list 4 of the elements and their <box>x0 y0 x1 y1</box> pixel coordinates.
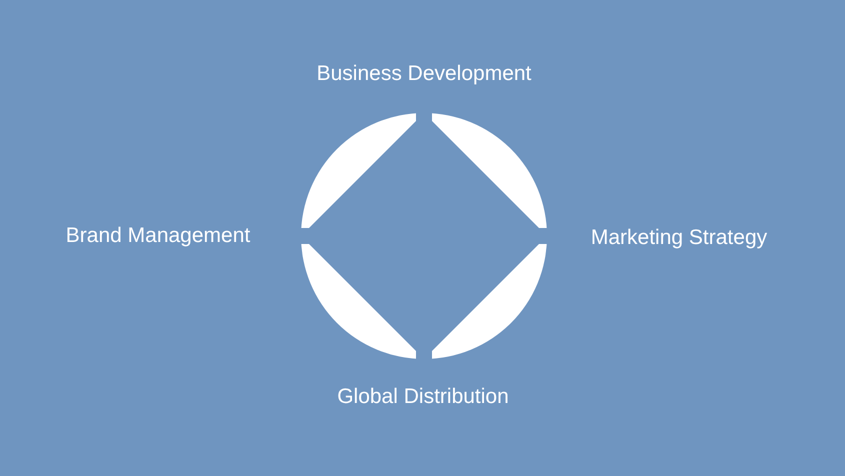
category-label: Brand Management <box>66 224 250 248</box>
category-label: Global Distribution <box>337 385 509 409</box>
category-label: Business Development <box>316 62 532 86</box>
category-label: Marketing Strategy <box>590 226 768 250</box>
